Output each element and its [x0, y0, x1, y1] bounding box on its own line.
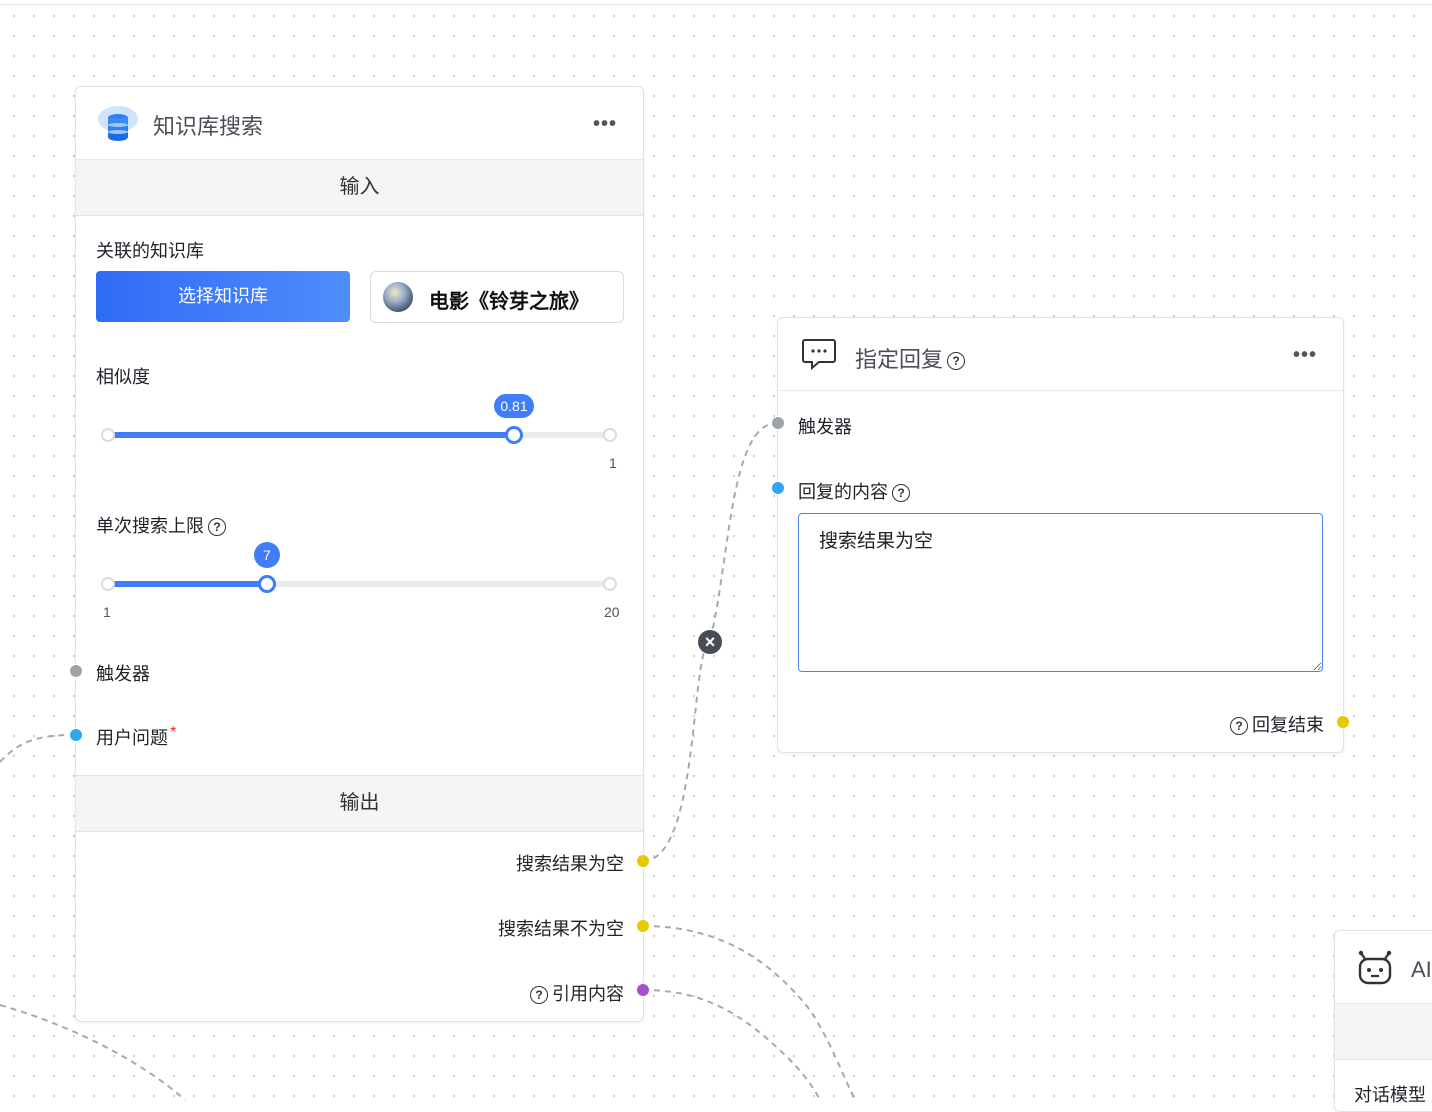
similarity-thumb[interactable] [505, 426, 523, 444]
similarity-max-tick: 1 [609, 455, 617, 471]
robot-icon [1358, 950, 1392, 985]
output-section-header: 输出 [76, 775, 643, 832]
limit-fill [109, 581, 267, 587]
question-input-handle[interactable] [69, 728, 83, 742]
question-label: 用户问题* [96, 724, 176, 750]
limit-max-tick: 20 [604, 604, 620, 620]
edge-incoming-question [0, 734, 76, 763]
limit-max-dot [603, 577, 617, 591]
out-empty-label: 搜索结果为空 [516, 854, 624, 874]
limit-min-tick: 1 [103, 604, 111, 620]
database-cloud-icon [98, 106, 138, 141]
reply-content-textarea[interactable] [798, 513, 1323, 672]
similarity-min-dot [101, 428, 115, 442]
kb-avatar [383, 282, 413, 312]
selected-kb-chip[interactable]: 电影《铃芽之旅》 [370, 271, 624, 323]
reply-node-title-wrap: 指定回复? [855, 342, 966, 374]
out-quote-handle[interactable] [636, 983, 650, 997]
out-empty-handle[interactable] [636, 854, 650, 868]
kb-trigger-handle[interactable] [69, 664, 83, 678]
ai-node-title: AI [1411, 957, 1432, 982]
kb-node-more-button[interactable]: ••• [593, 113, 618, 135]
reply-end-text: 回复结束 [1252, 715, 1324, 735]
reply-end-help-icon[interactable]: ? [1230, 717, 1248, 736]
input-section-header: 输入 [76, 160, 643, 216]
reply-node-header[interactable]: 指定回复? ••• [778, 318, 1343, 391]
canvas-top-border [0, 4, 1432, 5]
ai-model-label: 对话模型 [1354, 1085, 1426, 1105]
ai-node-header[interactable]: AI [1335, 931, 1432, 1004]
reply-end-handle[interactable] [1336, 715, 1350, 729]
edge-not-empty-to-ai [642, 925, 856, 1100]
limit-slider[interactable]: 7 [101, 542, 617, 602]
chat-bubble-icon [802, 339, 836, 370]
out-quote-text: 引用内容 [552, 984, 624, 1004]
limit-track [109, 581, 609, 587]
similarity-slider[interactable]: 0.81 [101, 392, 617, 452]
out-not-empty-label: 搜索结果不为空 [498, 919, 624, 939]
select-kb-button[interactable]: 选择知识库 [96, 271, 350, 322]
reply-node-title: 指定回复 [855, 347, 944, 372]
reply-content-handle[interactable] [771, 481, 785, 495]
similarity-fill [109, 432, 514, 438]
kb-label: 关联的知识库 [96, 241, 204, 261]
delete-edge-button[interactable]: × [698, 630, 722, 654]
limit-help-icon[interactable]: ? [208, 518, 226, 537]
kb-node-header[interactable]: 知识库搜索 ••• [76, 87, 643, 160]
kb-trigger-label: 触发器 [96, 664, 150, 684]
similarity-label: 相似度 [96, 367, 150, 387]
reply-node-more-button[interactable]: ••• [1293, 344, 1318, 366]
reply-node[interactable]: 指定回复? ••• 触发器 回复的内容? ?回复结束 [777, 317, 1344, 753]
reply-content-label: 回复的内容? [798, 478, 910, 504]
ai-node[interactable]: AI 对话模型 [1334, 930, 1432, 1112]
limit-thumb[interactable] [257, 575, 276, 593]
limit-label-text: 单次搜索上限 [96, 516, 204, 536]
limit-value-bubble: 7 [253, 542, 280, 568]
edge-quote-to-ai [642, 989, 821, 1100]
selected-kb-name: 电影《铃芽之旅》 [429, 291, 589, 313]
reply-title-help-icon[interactable]: ? [947, 352, 966, 371]
reply-end-label: ?回复结束 [1230, 711, 1324, 737]
reply-trigger-handle[interactable] [771, 416, 785, 430]
reply-trigger-label: 触发器 [798, 417, 852, 437]
required-mark: * [170, 724, 177, 741]
ai-node-section-bar [1335, 1004, 1432, 1060]
limit-label: 单次搜索上限? [96, 512, 226, 538]
reply-content-help-icon[interactable]: ? [892, 484, 910, 503]
out-quote-label: ?引用内容 [530, 980, 624, 1006]
reply-content-label-text: 回复的内容 [798, 482, 888, 502]
question-label-text: 用户问题 [96, 728, 168, 748]
quote-help-icon[interactable]: ? [530, 986, 548, 1005]
limit-min-dot [101, 577, 115, 591]
similarity-value-bubble: 0.81 [494, 394, 534, 418]
out-not-empty-handle[interactable] [636, 919, 650, 933]
similarity-max-dot [603, 428, 617, 442]
kb-node-title: 知识库搜索 [153, 114, 264, 139]
kb-search-node[interactable]: 知识库搜索 ••• 输入 关联的知识库 选择知识库 电影《铃芽之旅》 相似度 0… [75, 86, 644, 1022]
